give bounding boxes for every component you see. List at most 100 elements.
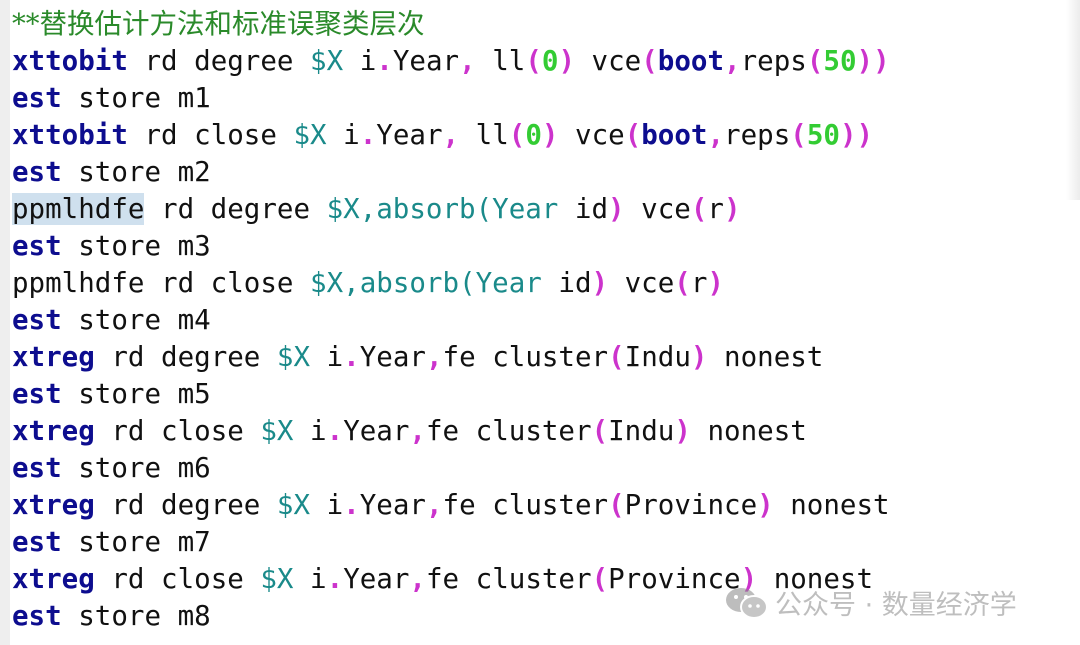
code-token: store m3: [61, 230, 211, 262]
code-line[interactable]: est store m5: [12, 376, 890, 413]
code-token: ): [558, 45, 575, 77]
code-token: fe cluster: [442, 341, 609, 373]
code-token: .: [326, 563, 344, 595]
code-token: xttobit: [12, 45, 128, 77]
code-token: id: [558, 193, 609, 225]
code-token: nonest: [773, 489, 890, 521]
code-token: ): [541, 119, 559, 151]
code-token: $X: [260, 563, 294, 595]
code-token: i: [293, 563, 327, 595]
code-token: est: [12, 230, 62, 262]
code-token: ): [707, 267, 724, 299]
code-token: $X: [293, 119, 327, 151]
code-token: )): [856, 45, 890, 77]
code-token: 50: [806, 119, 840, 151]
code-line[interactable]: xttobit rd close $X i.Year, ll(0) vce(bo…: [12, 117, 890, 154]
code-token: 0: [525, 119, 542, 151]
code-token: r: [690, 267, 708, 299]
code-token: Year: [343, 563, 410, 595]
code-token: store m2: [61, 156, 211, 188]
code-token: est: [12, 378, 62, 410]
watermark: 公众号 · 数量经济学: [725, 583, 1017, 622]
code-token: vce: [575, 45, 642, 77]
code-line[interactable]: est store m7: [12, 524, 890, 561]
code-token: vce: [624, 193, 691, 225]
code-token: reps: [724, 119, 791, 151]
code-token: (: [641, 45, 658, 77]
code-token: ,: [425, 489, 443, 521]
code-line[interactable]: est store m6: [12, 450, 890, 487]
code-token: Year: [392, 45, 460, 77]
code-token: ): [608, 193, 625, 225]
code-token: Year: [359, 341, 426, 373]
code-token: ppmlhdfe: [12, 267, 145, 299]
code-token: ): [690, 341, 708, 373]
code-line[interactable]: xtreg rd degree $X i.Year,fe cluster(Pro…: [12, 487, 890, 524]
code-token: $X: [276, 341, 311, 373]
code-token: ): [674, 415, 691, 447]
code-token: (: [608, 341, 625, 373]
code-line[interactable]: est store m4: [12, 302, 890, 339]
code-token: xtreg: [12, 341, 95, 373]
vertical-scrollbar[interactable]: [1066, 0, 1080, 200]
code-line[interactable]: ppmlhdfe rd close $X,absorb(Year id) vce…: [12, 265, 890, 302]
code-token: (: [790, 119, 807, 151]
code-token: nonest: [690, 415, 807, 447]
code-token: ll: [459, 119, 509, 151]
code-token: vce: [608, 267, 675, 299]
code-token: )): [839, 119, 874, 151]
code-token: $X: [276, 489, 311, 521]
code-token: ,: [459, 45, 476, 77]
code-token: id: [541, 267, 592, 299]
code-token: ,: [442, 119, 460, 151]
watermark-text: 公众号 · 数量经济学: [775, 590, 1017, 621]
code-token: .: [343, 489, 360, 521]
code-token: rd degree: [94, 489, 277, 521]
code-token: est: [12, 452, 62, 484]
code-line[interactable]: est store m3: [12, 228, 890, 265]
code-token: Year: [376, 119, 443, 151]
code-token: reps: [740, 45, 807, 77]
code-line[interactable]: xtreg rd degree $X i.Year,fe cluster(Ind…: [12, 339, 890, 376]
code-line[interactable]: xtreg rd close $X i.Year,fe cluster(Indu…: [12, 413, 890, 450]
code-token: 50: [823, 45, 857, 77]
code-token: (: [525, 45, 542, 77]
code-token: Year: [343, 415, 410, 447]
code-token: 0: [541, 45, 559, 77]
code-token: $X: [310, 45, 344, 77]
code-token: boot: [641, 119, 708, 151]
code-token: fe cluster: [425, 563, 592, 595]
code-token: est: [12, 156, 62, 188]
code-token: $X,absorb(Year: [326, 193, 559, 225]
code-token: (: [508, 119, 526, 151]
code-token: (: [591, 563, 609, 595]
code-line[interactable]: ppmlhdfe rd degree $X,absorb(Year id) vc…: [12, 191, 890, 228]
code-token: $X,absorb(Year: [310, 267, 542, 299]
code-token: boot: [657, 45, 725, 77]
code-token: est: [12, 304, 62, 336]
code-line[interactable]: **替换估计方法和标准误聚类层次: [12, 6, 890, 43]
code-line[interactable]: est store m2: [12, 154, 890, 191]
code-token: store m4: [61, 304, 211, 336]
code-token: est: [12, 526, 62, 558]
code-line[interactable]: xtreg rd close $X i.Year,fe cluster(Prov…: [12, 561, 890, 598]
code-token: xtreg: [12, 415, 95, 447]
code-token: (: [806, 45, 824, 77]
code-token: .: [376, 45, 393, 77]
code-token: Year: [359, 489, 426, 521]
code-token: rd degree: [144, 193, 327, 225]
code-token: ,: [425, 341, 443, 373]
code-line[interactable]: xttobit rd degree $X i.Year, ll(0) vce(b…: [12, 43, 890, 80]
code-token: Province: [608, 563, 741, 595]
code-token: ll: [475, 45, 526, 77]
code-line[interactable]: est store m8: [12, 598, 890, 635]
code-token: ): [591, 267, 609, 299]
code-line[interactable]: est store m1: [12, 80, 890, 117]
code-token: xttobit: [12, 119, 128, 151]
code-token: ,: [409, 415, 426, 447]
code-token: (: [674, 267, 691, 299]
code-token: rd degree: [127, 45, 311, 77]
code-token: $X: [260, 415, 294, 447]
